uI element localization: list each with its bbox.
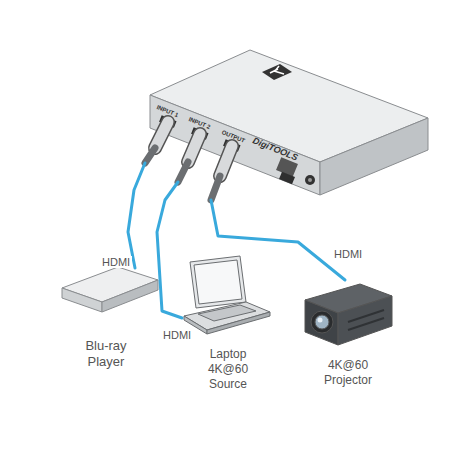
box-front (150, 95, 320, 195)
laptop (184, 256, 270, 334)
cable-label: HDMI (332, 248, 364, 260)
hdmi-cable (128, 163, 145, 268)
device-label: DigiTOOLS (240, 131, 309, 168)
hdmi-cable (211, 200, 345, 280)
logo (262, 64, 292, 80)
source-device: Blu-ray Player (55, 268, 155, 378)
bluray-player (62, 267, 158, 312)
hdmi-cable (157, 182, 182, 318)
display-device: 4K@60 Projector (295, 280, 400, 392)
source-device: Laptop 4K@60 Source (180, 255, 275, 396)
hdmi-plugs (145, 122, 232, 200)
device-label: 4K@60 Projector (315, 358, 381, 388)
box-side (320, 118, 428, 195)
switcher-box: DigiTOOLS (140, 48, 432, 208)
cable-label: HDMI (161, 329, 193, 341)
logo-mark (270, 66, 284, 74)
cable-label: HDMI (100, 256, 132, 268)
device-label: Blu-ray Player (75, 338, 137, 371)
device-label: Laptop 4K@60 Source (202, 347, 254, 392)
projector (305, 284, 392, 345)
